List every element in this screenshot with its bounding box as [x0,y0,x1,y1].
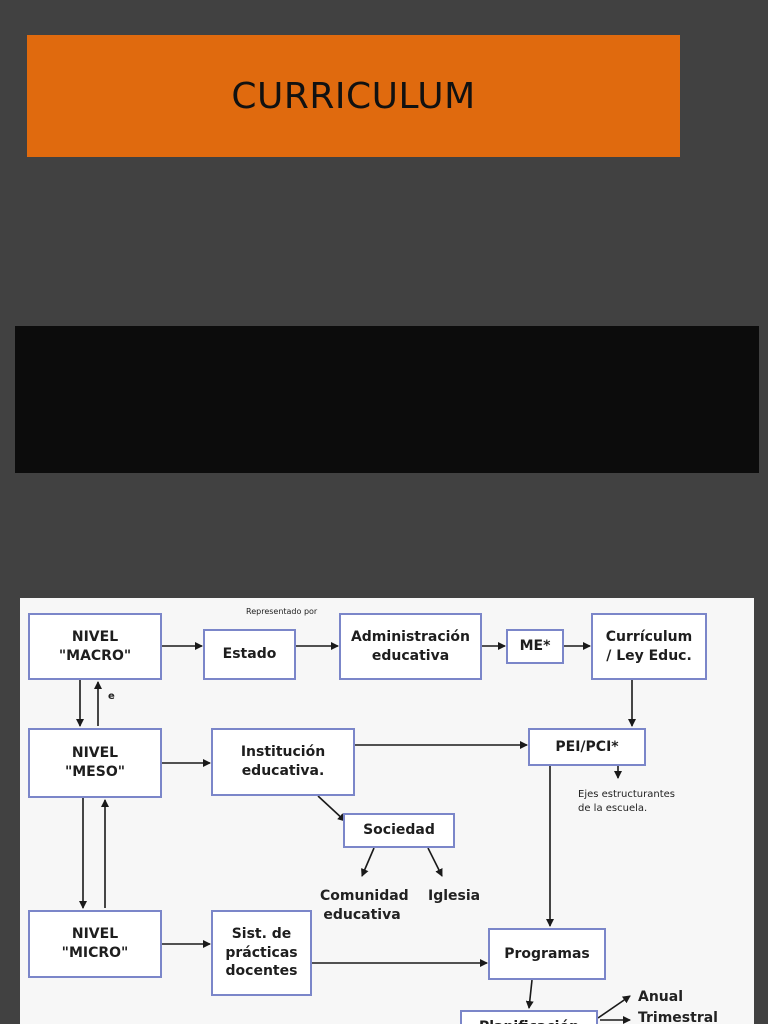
arrow-sociedad-iglesia [427,847,443,877]
label-representado-por: Representado por [246,607,318,616]
label-comunidad-educativa: Comunidad educativa [320,888,409,923]
label-trimestral: Trimestral [638,1010,718,1024]
label-ejes-estructurantes: Ejes estructurantes de la escuela. [578,789,675,814]
slide-title: CURRICULUM [231,75,476,117]
arrow-planificacion-anual [597,995,631,1019]
node-me: ME* [506,629,564,664]
node-nivel-micro: NIVEL "MICRO" [28,910,162,978]
node-estado: Estado [203,629,296,680]
node-pei-pci: PEI/PCI* [528,728,646,766]
node-nivel-meso: NIVEL "MESO" [28,728,162,798]
arrow-institucion-sociedad [317,795,346,822]
node-nivel-macro: NIVEL "MACRO" [28,613,162,680]
black-band [15,326,759,473]
label-anual: Anual [638,989,684,1005]
label-e-mark: e [108,691,115,702]
curriculum-diagram: NIVEL "MACRO" Estado Administración educ… [20,598,754,1024]
diagram-arrows [76,642,636,1024]
label-iglesia: Iglesia [428,888,481,904]
arrow-sociedad-comunidad [361,847,375,877]
node-sociedad: Sociedad [343,813,455,848]
node-sist-practicas-docentes: Sist. de prácticas docentes [211,910,312,996]
node-institucion-educativa: Institución educativa. [211,728,355,796]
node-curriculum-ley: Currículum / Ley Educ. [591,613,707,680]
node-programas: Programas [488,928,606,980]
node-planificacion: Planificación [460,1010,598,1024]
arrow-programas-planificacion [525,979,534,1009]
node-administracion-educativa: Administración educativa [339,613,482,680]
title-bar: CURRICULUM [27,35,680,157]
